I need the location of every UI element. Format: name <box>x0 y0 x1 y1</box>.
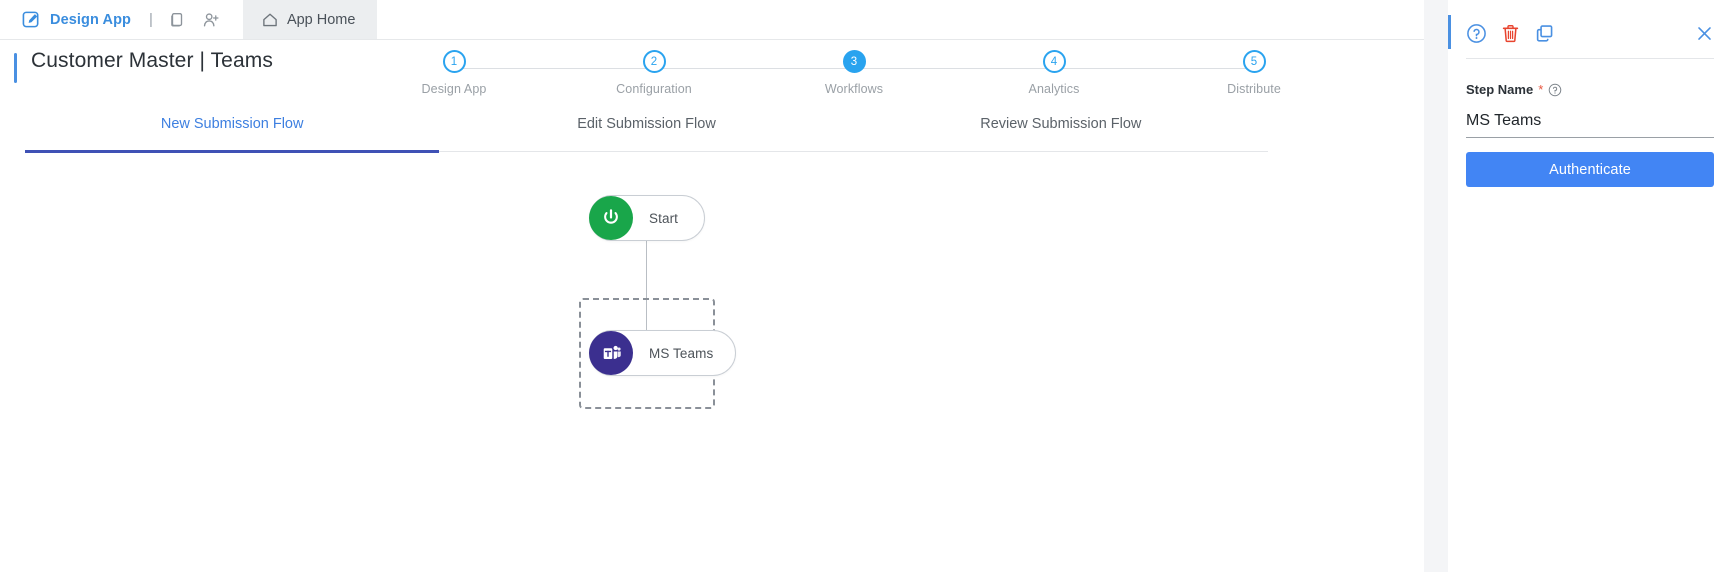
step-design-app[interactable]: 1 Design App <box>404 50 504 96</box>
tab-new-submission-flow[interactable]: New Submission Flow <box>25 113 440 153</box>
step-workflows[interactable]: 3 Workflows <box>804 50 904 96</box>
step-properties-panel: Step Name * Authenticate <box>1448 0 1730 572</box>
flow-connector-line <box>646 241 647 332</box>
main-surface: Design App | <box>0 0 1424 572</box>
edit-square-icon <box>22 10 41 29</box>
flow-node-start[interactable]: Start <box>589 195 705 241</box>
app-bar: Design App | <box>0 0 1424 40</box>
design-app-group[interactable]: Design App | <box>0 0 234 39</box>
step-name-label-row: Step Name * <box>1466 82 1562 97</box>
submission-flow-tabs: New Submission Flow Edit Submission Flow… <box>25 113 1268 153</box>
tab-app-home[interactable]: App Home <box>242 0 378 39</box>
page-title: Customer Master | Teams <box>31 49 273 72</box>
tab-label: New Submission Flow <box>160 116 304 132</box>
authenticate-button[interactable]: Authenticate <box>1466 152 1714 187</box>
flow-canvas[interactable]: Start MS Teams <box>0 153 1424 572</box>
step-label: Design App <box>421 82 487 96</box>
home-icon <box>261 11 279 29</box>
panel-accent-bar <box>1448 15 1451 49</box>
add-user-icon[interactable] <box>202 11 220 29</box>
trash-icon[interactable] <box>1500 23 1521 44</box>
panel-gap <box>1424 0 1448 572</box>
design-app-label: Design App <box>50 11 132 28</box>
step-configuration[interactable]: 2 Configuration <box>604 50 704 96</box>
help-circle-icon[interactable] <box>1466 23 1487 44</box>
stepper-steps: 1 Design App 2 Configuration 3 Workflows… <box>404 50 1304 96</box>
title-row: Customer Master | Teams <box>0 41 1424 99</box>
ms-teams-icon <box>603 345 621 359</box>
help-circle-small-icon[interactable] <box>1548 83 1562 97</box>
copy-icon[interactable] <box>1534 23 1555 44</box>
step-label: Distribute <box>1227 82 1281 96</box>
step-number: 3 <box>842 50 866 73</box>
step-name-label: Step Name <box>1466 82 1534 97</box>
panel-divider <box>1466 58 1714 59</box>
panel-toolbar <box>1466 18 1714 48</box>
appbar-divider: | <box>149 11 153 28</box>
step-label: Workflows <box>824 82 884 96</box>
power-icon <box>604 209 618 224</box>
step-label: Analytics <box>1028 82 1080 96</box>
wizard-stepper: 1 Design App 2 Configuration 3 Workflows… <box>404 50 1304 108</box>
step-label: Configuration <box>616 82 692 96</box>
device-preview-icon[interactable] <box>168 11 186 29</box>
step-distribute[interactable]: 5 Distribute <box>1204 50 1304 96</box>
step-number: 2 <box>642 50 666 73</box>
flow-node-ms-teams[interactable]: MS Teams <box>589 330 737 376</box>
step-name-input[interactable] <box>1466 108 1714 138</box>
tab-edit-submission-flow[interactable]: Edit Submission Flow <box>439 113 853 151</box>
step-number: 4 <box>1042 50 1066 73</box>
node-label: MS Teams <box>649 345 714 361</box>
step-number: 5 <box>1242 50 1266 73</box>
tab-label: Edit Submission Flow <box>577 116 716 132</box>
node-badge <box>589 331 633 375</box>
app-home-label: App Home <box>286 11 356 28</box>
tab-label: Review Submission Flow <box>980 116 1142 132</box>
close-icon[interactable] <box>1695 24 1714 43</box>
step-number: 1 <box>442 50 466 73</box>
step-analytics[interactable]: 4 Analytics <box>1004 50 1104 96</box>
tab-review-submission-flow[interactable]: Review Submission Flow <box>854 113 1268 151</box>
title-accent-bar <box>14 53 17 83</box>
node-badge <box>589 196 633 240</box>
node-label: Start <box>649 210 679 226</box>
required-marker: * <box>1538 82 1544 97</box>
